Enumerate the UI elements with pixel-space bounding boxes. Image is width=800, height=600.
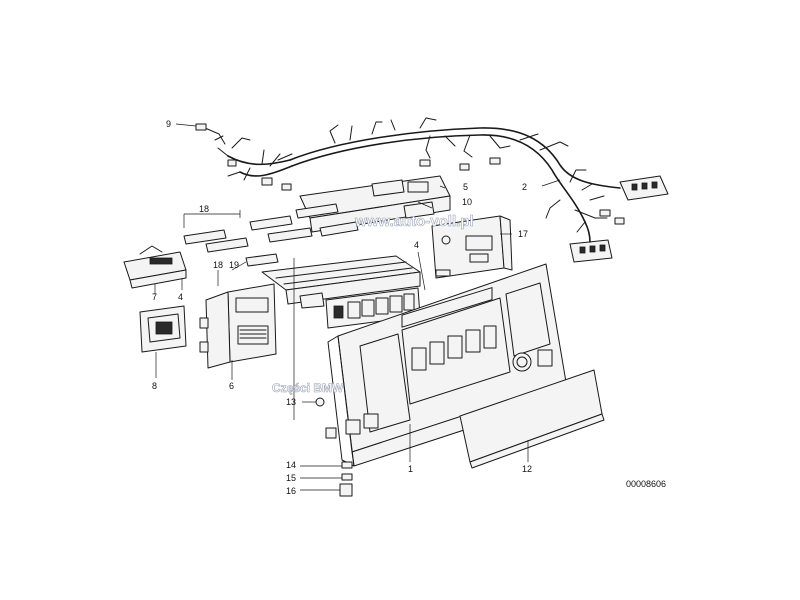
callout-16: 16: [286, 486, 296, 496]
fasteners: [315, 397, 353, 497]
wiring-harness: [195, 117, 669, 263]
callout-14: 14: [286, 460, 296, 470]
callout-6: 6: [229, 381, 234, 391]
callout-8: 8: [152, 381, 157, 391]
callout-12: 12: [522, 464, 532, 474]
part-7-switch-cluster: [123, 245, 187, 289]
callout-18-lower: 18: [213, 260, 223, 270]
callout-10: 10: [462, 197, 472, 207]
part-6-housing: [199, 283, 277, 369]
drawing-number: 00008606: [626, 479, 666, 489]
callout-labels: 1 2 4 4 5 6 7 8 9 10 12 13 14 15 16 17 1…: [152, 119, 532, 496]
callout-17: 17: [518, 229, 528, 239]
callout-4-right: 4: [414, 240, 419, 250]
callout-18-top: 18: [199, 204, 209, 214]
part-18-switch-clips: [183, 203, 359, 267]
callout-4-left: 4: [178, 292, 183, 302]
watermark-site: www.auto-voll.pl: [354, 213, 474, 230]
part-8-switch-bezel: [139, 305, 187, 353]
callout-19: 19: [229, 260, 239, 270]
callout-13: 13: [286, 397, 296, 407]
callout-2: 2: [522, 182, 527, 192]
callout-5: 5: [463, 182, 468, 192]
callout-9: 9: [166, 119, 171, 129]
harness-connector-top: [619, 175, 669, 201]
part-12-cover-strip: [459, 369, 605, 469]
watermark-brand: Części BMW: [272, 381, 344, 395]
callout-7: 7: [152, 292, 157, 302]
callout-1: 1: [408, 464, 413, 474]
leader-lines: [154, 123, 561, 491]
harness-connector-bottom: [569, 239, 613, 263]
center-tray: [261, 255, 421, 309]
callout-15: 15: [286, 473, 296, 483]
part-17-module: [431, 215, 513, 279]
